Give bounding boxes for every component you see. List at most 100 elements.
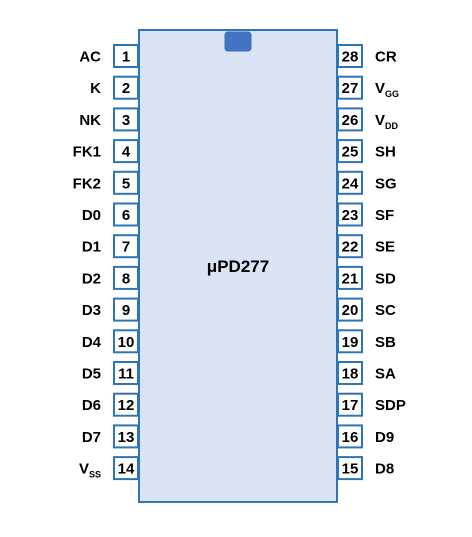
pin-box	[113, 265, 139, 290]
pin-box	[337, 329, 363, 354]
pin-16: 16 D9	[337, 424, 394, 449]
pin-box	[113, 424, 139, 449]
pin-box	[113, 456, 139, 481]
pin-label: SC	[375, 302, 396, 319]
pin-10: 10 D4	[82, 329, 139, 354]
pin-number: 21	[342, 270, 359, 287]
pin-26: 26 VDD	[337, 107, 399, 132]
pin-box	[337, 44, 363, 68]
pin-24: 24 SG	[337, 170, 397, 195]
pin-box	[337, 170, 363, 195]
pin-number: 13	[118, 429, 135, 446]
pin-box	[337, 361, 363, 385]
pin-number: 24	[342, 175, 359, 192]
pin-8: 8 D2	[82, 265, 139, 290]
pin-box	[337, 202, 363, 227]
pin-box	[113, 107, 139, 132]
pin-number: 23	[342, 207, 359, 224]
pin-label: SD	[375, 270, 396, 287]
pin-number: 3	[122, 112, 130, 129]
pin-label: D5	[82, 366, 101, 383]
pin-number: 10	[118, 334, 135, 351]
pin-13: 13 D7	[82, 424, 139, 449]
pin-15: 15 D8	[337, 456, 394, 481]
pin-number: 2	[122, 80, 130, 97]
pin-label: VGG	[375, 80, 399, 99]
pin-label: SA	[375, 366, 396, 383]
pin-box	[113, 234, 139, 259]
pin-box	[337, 107, 363, 132]
pin-label: D2	[82, 270, 101, 287]
pin-number: 18	[342, 366, 359, 383]
pin-box	[113, 170, 139, 195]
pin-number: 25	[342, 144, 359, 161]
pin-number: 27	[342, 80, 359, 97]
pin-number: 26	[342, 112, 359, 129]
pin-box	[113, 361, 139, 385]
left-pin-column: 1AC2K3NK4FK15FK26D07D18D29D310D411D512D6…	[73, 44, 139, 481]
pin-label: D9	[375, 429, 394, 446]
pin-label: SB	[375, 334, 396, 351]
pin-label: D7	[82, 429, 101, 446]
pin-box	[337, 75, 363, 100]
pin-label: D6	[82, 397, 101, 414]
pin-label: FK1	[73, 144, 101, 161]
pin-label: SG	[375, 175, 397, 192]
pin-label: VDD	[375, 112, 399, 131]
pin-box	[337, 265, 363, 290]
pin-box	[113, 75, 139, 100]
pin-number: 6	[122, 207, 130, 224]
pin-label: SDP	[375, 397, 406, 414]
pin-box	[337, 297, 363, 322]
pin-label: K	[90, 80, 101, 97]
pin-label: D4	[82, 334, 102, 351]
chip-body	[138, 29, 338, 503]
pin-box	[337, 139, 363, 164]
pin-19: 19 SB	[337, 329, 396, 354]
pin-label: SF	[375, 207, 394, 224]
pin-number: 14	[118, 461, 135, 478]
pin-number: 7	[122, 239, 130, 256]
chip-title: μPD277	[207, 257, 269, 276]
pin-1: 1AC	[79, 44, 139, 68]
pin-9: 9 D3	[82, 297, 139, 322]
pin-2: 2K	[90, 75, 139, 100]
pin-box	[113, 139, 139, 164]
pin-box	[113, 329, 139, 354]
pin-box	[113, 44, 139, 68]
pin-box	[337, 424, 363, 449]
pin-number: 16	[342, 429, 359, 446]
pin-14: 14 VSS	[79, 456, 139, 481]
pin-5: 5 FK2	[73, 170, 139, 195]
pin-number: 1	[122, 49, 130, 66]
pin-number: 4	[122, 144, 131, 161]
pin-number: 9	[122, 302, 130, 319]
pin-number: 20	[342, 302, 359, 319]
pin-number: 19	[342, 334, 359, 351]
pin-number: 8	[122, 270, 130, 287]
pin-label: D8	[375, 461, 394, 478]
chip-notch	[224, 31, 252, 52]
pin-label: D3	[82, 302, 101, 319]
pin-number: 17	[342, 397, 359, 414]
pin-23: 23 SF	[337, 202, 394, 227]
pin-box	[337, 234, 363, 259]
pin-label: D0	[82, 207, 101, 224]
pin-label: VSS	[79, 461, 101, 480]
pin-box	[113, 202, 139, 227]
pin-4: 4 FK1	[73, 139, 139, 164]
pin-number: 15	[342, 461, 359, 478]
pin-label: NK	[79, 112, 101, 129]
pin-3: 3 NK	[79, 107, 139, 132]
pin-27: 27 VGG	[337, 75, 399, 100]
pin-label: FK2	[73, 175, 101, 192]
pin-number: 5	[122, 175, 130, 192]
